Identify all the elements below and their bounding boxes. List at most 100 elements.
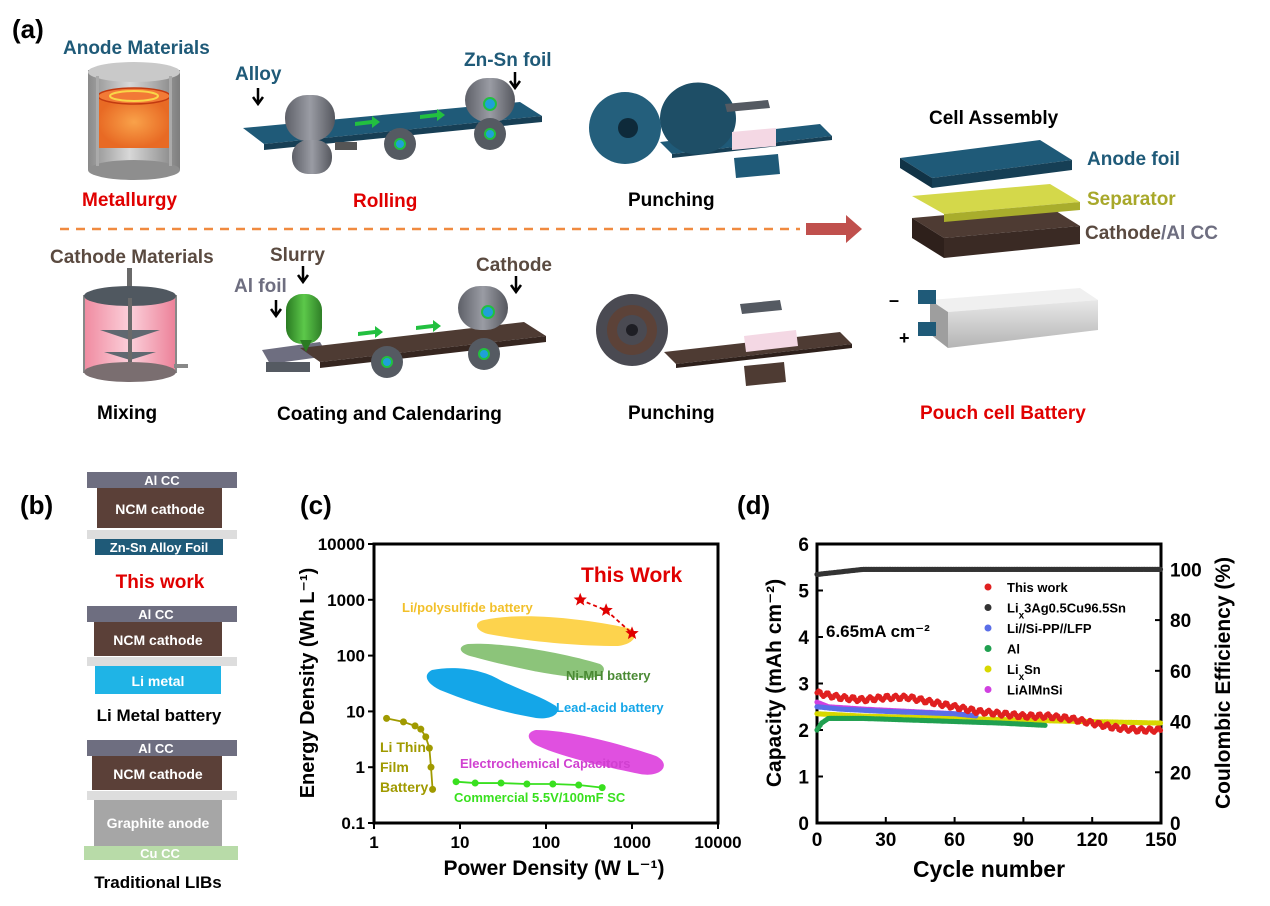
punching-top-illustration: [589, 82, 832, 178]
series-2-point-2: [497, 779, 505, 787]
minus-terminal-label: –: [889, 290, 899, 310]
plot-d-xlabel: Cycle number: [913, 856, 1065, 882]
legend-marker-0: [984, 583, 992, 591]
series-3: [814, 715, 1048, 733]
stack3-graphite-anode: Graphite anode: [107, 815, 210, 831]
panel-label-b: (b): [20, 490, 53, 520]
rolling-label: Rolling: [353, 191, 417, 212]
plus-terminal-label: +: [899, 328, 910, 348]
legend-marker-4: [984, 665, 992, 673]
legend-label-5: LiAlMnSi: [1007, 683, 1063, 698]
plot-d-ylabel: Capacity (mAh cm⁻²): [763, 579, 786, 787]
y-tick-label-100: 100: [337, 647, 365, 666]
stack2-li-metal: Li metal: [132, 673, 185, 689]
series-1-point-2: [411, 722, 419, 730]
series-1-point-6: [427, 763, 435, 771]
legend-marker-1: [984, 604, 992, 611]
series-1-point-3: [417, 725, 425, 733]
stack1-ncm-cathode: NCM cathode: [115, 501, 205, 517]
plot-c-xlabel: Power Density (W L⁻¹): [443, 857, 664, 880]
region-electrochemical-capacitors: [528, 730, 664, 775]
legend-label-4: LixSn: [1007, 662, 1041, 683]
plot-d-legend: This workLix3Ag0.5Cu96.5SnLi//Si-PP//LFP…: [984, 580, 1126, 698]
legend-marker-3: [984, 645, 992, 652]
series-1-point-7: [429, 785, 437, 793]
d-y2-tick-label-40: 40: [1170, 713, 1191, 734]
this-work-point-2: [625, 626, 639, 640]
series-2-point-0: [452, 778, 460, 786]
d-y2-tick-label-60: 60: [1170, 662, 1191, 683]
y-tick-label-10000: 10000: [318, 535, 365, 554]
stack3-ncm-cathode: NCM cathode: [113, 766, 203, 782]
d-y2-tick-label-0: 0: [1170, 814, 1181, 835]
stack2-al-cc: Al CC: [138, 607, 174, 622]
d-x-tick-label-30: 30: [875, 830, 896, 851]
series-1: [814, 566, 1164, 578]
separator-label: Separator: [1087, 189, 1176, 210]
panel-a: (a) Anode Materials Metallurgy: [12, 14, 1218, 425]
plot-c-series: [383, 592, 639, 793]
punching-bottom-illustration: [596, 294, 852, 386]
slurry-label: Slurry: [270, 245, 325, 266]
d-x-tick-label-120: 120: [1076, 830, 1108, 851]
x-tick-label-10: 10: [451, 833, 470, 852]
metallurgy-label: Metallurgy: [82, 190, 177, 211]
series-2: [814, 704, 979, 719]
panel-label-a: (a): [12, 14, 44, 44]
d-x-tick-label-0: 0: [812, 830, 823, 851]
plot-c-ylabel: Energy Density (Wh L⁻¹): [297, 568, 319, 799]
stack3-caption: Traditional LIBs: [94, 873, 222, 892]
d-y-tick-label-6: 6: [798, 535, 809, 556]
y-tick-label-10: 10: [346, 702, 365, 721]
cathode-label: Cathode: [476, 255, 552, 276]
series-2-point-3: [523, 780, 531, 788]
pouch-cell-illustration: [918, 288, 1098, 348]
d-x-tick-label-150: 150: [1145, 830, 1177, 851]
x-tick-label-1000: 1000: [613, 833, 651, 852]
d-y2-tick-label-80: 80: [1170, 611, 1191, 632]
al-foil-label: Al foil: [234, 276, 287, 297]
legend-marker-5: [984, 686, 992, 693]
cell-assembly-illustration: [900, 140, 1080, 258]
anode-materials-label: Anode Materials: [63, 38, 210, 59]
region-ni-mh: [460, 643, 604, 679]
panel-b: (b) Al CC NCM cathode Zn-Sn Alloy Foil T…: [20, 472, 238, 892]
series-line-0: [579, 598, 633, 635]
series-2-point-6: [598, 784, 606, 792]
rolling-illustration: [243, 72, 542, 174]
x-tick-label-10000: 10000: [694, 833, 741, 852]
cathode-cc-label: Cathode/Al CC: [1085, 223, 1218, 244]
series-4-point: [1157, 720, 1164, 726]
coating-illustration: [262, 266, 546, 378]
assembly-arrow: [806, 215, 862, 243]
series-1-point-4: [422, 733, 430, 741]
series-2-point-5: [575, 781, 583, 789]
punching-top-label: Punching: [628, 190, 715, 211]
series-1-point-0: [383, 714, 391, 722]
mixing-label: Mixing: [97, 403, 157, 424]
alloy-label: Alloy: [235, 64, 282, 85]
region-label-electrochemical-capacitors: Electrochemical Capacitors: [460, 756, 631, 771]
d-y-tick-label-5: 5: [798, 582, 809, 603]
d-y2-tick-label-20: 20: [1170, 763, 1191, 784]
stack3-al-cc: Al CC: [138, 741, 174, 756]
panel-label-c: (c): [300, 490, 332, 520]
region-label-lead-acid: Lead-acid battery: [556, 700, 664, 715]
series-2-point-4: [549, 780, 557, 788]
punching-bottom-label: Punching: [628, 403, 715, 424]
legend-label-2: Li//Si-PP//LFP: [1007, 621, 1092, 636]
stack2-ncm-cathode: NCM cathode: [113, 632, 203, 648]
stack2-caption: Li Metal battery: [97, 706, 222, 725]
panel-label-d: (d): [737, 490, 770, 520]
legend-label-1: Lix3Ag0.5Cu96.5Sn: [1007, 601, 1126, 622]
region-li-polysulfide: [476, 616, 635, 646]
d-y-tick-label-0: 0: [798, 814, 809, 835]
region-label-ni-mh: Ni-MH battery: [566, 668, 651, 683]
series-1-point-5: [425, 744, 433, 752]
stack1-caption: This work: [116, 572, 205, 593]
y-tick-label-0.1: 0.1: [341, 814, 365, 833]
this-work-point-0: [573, 592, 587, 606]
